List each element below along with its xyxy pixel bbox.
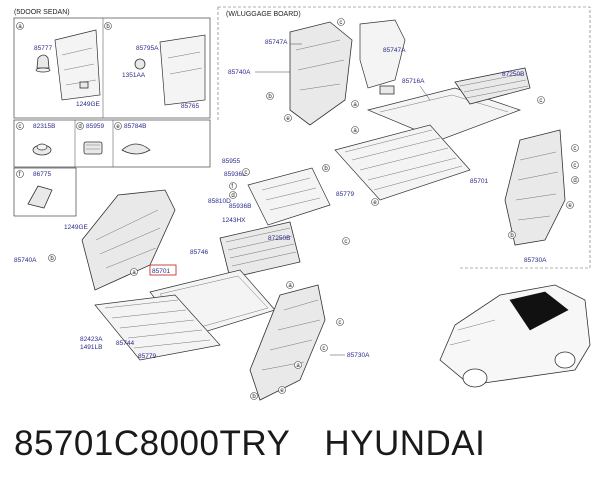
svg-text:a: a (296, 363, 300, 369)
label-85955: 85955 (222, 158, 240, 165)
label-85716A: 85716A (402, 78, 425, 85)
parcel-shelf (247, 167, 331, 226)
sill-trim-upper (454, 67, 531, 105)
label-87250B-upper: 87250B (502, 71, 524, 78)
svg-text:c: c (322, 346, 325, 352)
legend-code-85777: 85777 (34, 45, 52, 52)
quarter-trim-lower (81, 189, 176, 291)
svg-text:d: d (573, 178, 576, 184)
legend-letter-e: e (116, 124, 120, 130)
label-87250B-lower: 87250B (268, 235, 290, 242)
sedan-header: (5DOOR SEDAN) (14, 9, 70, 16)
footer-caption: 85701C8000TRY HYUNDAI (14, 424, 594, 474)
tonneau-cover-upper (334, 124, 471, 201)
clip-icon (35, 54, 51, 73)
label-85701-upper: 85701 (470, 178, 488, 185)
svg-text:b: b (324, 166, 328, 172)
label-1491LB: 1491LB (80, 344, 102, 351)
legend-code-85795A: 85795A (136, 45, 159, 52)
car-illustration (439, 284, 591, 388)
svg-text:e: e (373, 200, 377, 206)
legend-letter-d: d (78, 124, 81, 130)
legend-grid: a 85777 1249GE b 85795A 1351AA 85765 c 8… (13, 17, 211, 217)
legend-letter-a: a (18, 24, 22, 30)
svg-text:c: c (339, 20, 342, 26)
fastener-icon (83, 141, 103, 155)
lower-callout-circles: b a c f d c a c c a e b (48, 168, 350, 400)
label-85730A-lower: 85730A (347, 352, 370, 359)
quarter-trim-upper (289, 19, 406, 126)
label-85747A-upper: 85747A (265, 39, 288, 46)
label-1243HX: 1243HX (222, 217, 246, 224)
legend-letter-b: b (106, 24, 110, 30)
svg-text:a: a (353, 102, 357, 108)
luggage-header: (W/LUGGAGE BOARD) (226, 11, 301, 18)
svg-text:b: b (510, 233, 514, 239)
cover-icon (121, 143, 151, 155)
legend-letter-c: c (18, 124, 21, 130)
parts-diagram: (5DOOR SEDAN) a 85777 1249GE b 85795A 13… (13, 6, 591, 401)
svg-text:e: e (568, 203, 572, 209)
legend-code-85959: 85959 (86, 123, 104, 130)
svg-text:a: a (288, 283, 292, 289)
luggage-board-section: (W/LUGGAGE BOARD) 85747A 85740A 85747A 8… (217, 6, 591, 269)
legend-code-85765: 85765 (181, 103, 199, 110)
legend-letter-f: f (19, 172, 21, 178)
label-85740A-upper: 85740A (228, 69, 251, 76)
legend-code-85784B: 85784B (124, 123, 146, 130)
sill-trim-lower (219, 221, 301, 279)
label-85779-lower: 85779 (138, 353, 156, 360)
quarter-trim-right-lower (249, 284, 326, 401)
trim-corner-sketch (54, 29, 101, 101)
legend-code-1249GE: 1249GE (76, 101, 101, 108)
brand-name: HYUNDAI (324, 424, 486, 463)
label-85747A-right: 85747A (383, 47, 406, 54)
legend-code-1351AA: 1351AA (122, 72, 146, 79)
svg-text:e: e (280, 388, 284, 394)
label-85936B-upper: 85936B (224, 171, 246, 178)
hook-icon (134, 34, 206, 106)
lower-section: 85955 85936B 85810D 85936B 1243HX 1249GE… (14, 158, 591, 401)
svg-text:c: c (338, 320, 341, 326)
svg-text:b: b (50, 256, 54, 262)
label-85779-upper: 85779 (336, 191, 354, 198)
grommet-icon (32, 143, 52, 156)
svg-text:c: c (244, 170, 247, 176)
label-85701-highlight: 85701 (152, 268, 170, 275)
svg-text:d: d (231, 193, 234, 199)
upper-callout-circles: c b e a a b e c c c d e b (266, 18, 579, 239)
bracket-icon (27, 185, 53, 209)
svg-text:a: a (132, 270, 136, 276)
label-1249GE: 1249GE (64, 224, 89, 231)
svg-text:a: a (353, 128, 357, 134)
legend-code-82315B: 82315B (33, 123, 55, 130)
svg-text:c: c (344, 239, 347, 245)
svg-text:c: c (573, 146, 576, 152)
svg-text:b: b (252, 394, 256, 400)
label-85744: 85744 (116, 340, 134, 347)
tonneau-cover-lower (94, 294, 221, 361)
label-85936B-lower: 85936B (229, 203, 251, 210)
label-85740A-lower: 85740A (14, 257, 37, 264)
label-85730A-upper: 85730A (524, 257, 547, 264)
label-82423A: 82423A (80, 336, 103, 343)
label-85810D: 85810D (208, 198, 231, 205)
highlighted-part-box (149, 264, 177, 276)
quarter-trim-right-upper (504, 129, 566, 246)
svg-text:c: c (573, 163, 576, 169)
svg-text:b: b (268, 94, 272, 100)
svg-text:f: f (231, 184, 233, 190)
svg-text:c: c (539, 98, 542, 104)
part-number: 85701C8000TRY (14, 424, 291, 463)
label-85746: 85746 (190, 249, 208, 256)
legend-code-86775: 86775 (33, 171, 51, 178)
svg-text:e: e (286, 116, 290, 122)
